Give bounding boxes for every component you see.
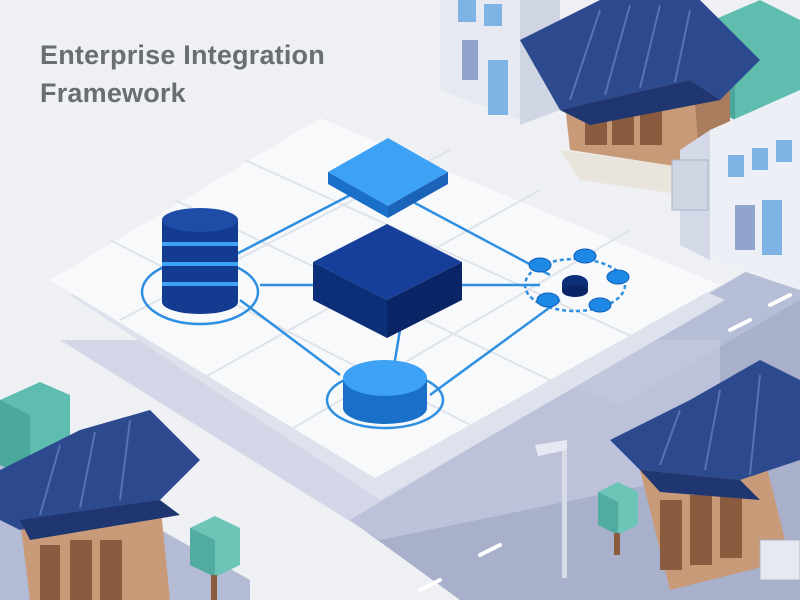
- hanok-left: [0, 410, 200, 600]
- tree-left: [190, 516, 240, 600]
- network-cluster-icon: [523, 248, 630, 313]
- title-line-1: Enterprise Integration: [40, 40, 325, 70]
- title-line-2: Framework: [40, 78, 186, 108]
- hub-cube-icon: [313, 224, 462, 338]
- hanok-bottom-right: [610, 360, 800, 590]
- hanok-top: [520, 0, 760, 200]
- storage-disk-icon: [325, 360, 445, 430]
- street-lamp: [535, 440, 567, 578]
- building-right: [671, 90, 800, 290]
- service-block-icon: [328, 138, 448, 218]
- fence-bottom-right: [759, 539, 800, 581]
- database-icon: [140, 208, 260, 326]
- building-office-top: [440, 0, 560, 125]
- page-title: Enterprise Integration Framework: [40, 36, 325, 112]
- tree-right: [598, 482, 638, 555]
